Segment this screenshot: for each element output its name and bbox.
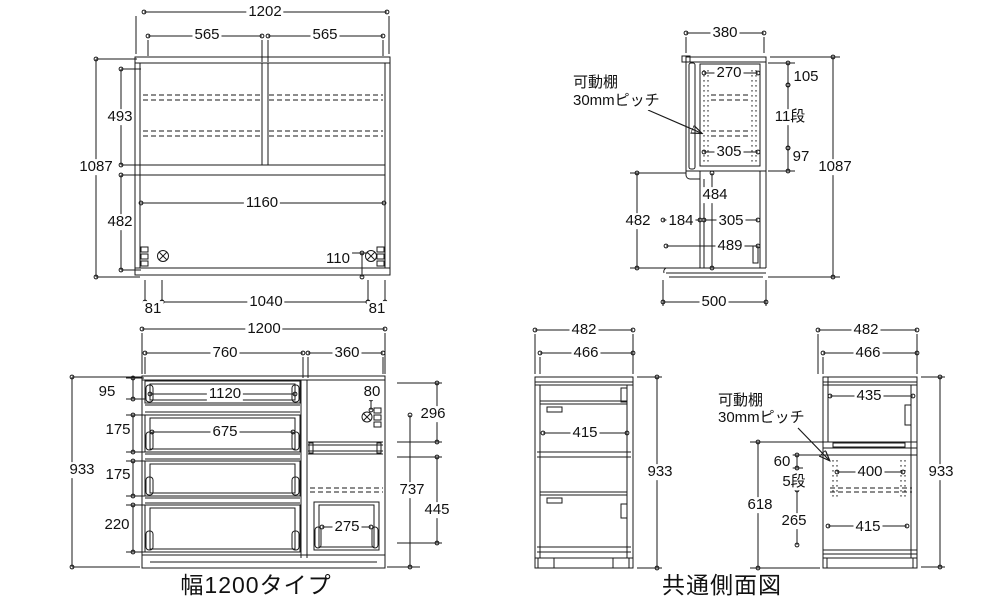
dim-inner-depth: 466: [853, 344, 883, 362]
dim-right-lower-height: 445: [422, 501, 452, 519]
dim-right-height: 737: [397, 481, 427, 499]
dim-bottom-gap: 97: [790, 148, 812, 166]
dim-lower-height: 482: [105, 213, 135, 231]
drawer-handle: [371, 526, 379, 549]
drawer-handle: [291, 476, 300, 496]
lower-side-view: [532, 327, 662, 571]
dim-base-front: 184: [666, 212, 696, 230]
vent-slot: [904, 404, 912, 426]
upper-side-outline: [685, 56, 767, 172]
dim-base-mid: 305: [716, 212, 746, 230]
dim-open-height: 484: [700, 186, 730, 204]
dim-base-inner: 489: [715, 237, 745, 255]
movable-shelf-dashed-lines: [711, 94, 749, 137]
dim-drawer-width: 675: [210, 423, 240, 441]
dim-left-width: 760: [210, 344, 240, 362]
side-view-outline: [534, 376, 634, 569]
dim-total-width: 1202: [246, 3, 284, 21]
dim-margin-left: 81: [142, 300, 164, 318]
dim-depth: 482: [851, 321, 881, 339]
movable-shelf-note-line2: 30mmピッチ: [573, 92, 660, 110]
dim-drawer-depth: 415: [853, 518, 883, 536]
drawer-handle: [145, 431, 154, 451]
dim-top-drawer-width: 1120: [206, 385, 244, 403]
dim-total-height: 933: [645, 463, 675, 481]
dim-total-height: 933: [926, 463, 956, 481]
dim-door-left: 565: [192, 26, 222, 44]
drawer-handle: [145, 530, 154, 551]
dim-base-depth: 500: [699, 293, 729, 311]
dim-drawer3-height: 175: [103, 466, 133, 484]
dim-drawer-depth: 415: [570, 424, 600, 442]
dim-lower-height: 618: [745, 496, 775, 514]
dim-small-drawer-width: 275: [332, 518, 362, 536]
dim-shelf-steps: 11段: [772, 108, 808, 126]
drawer-handle: [314, 526, 322, 549]
dim-total-height: 1087: [816, 158, 854, 176]
dim-inner-top: 270: [714, 64, 744, 82]
dim-drawer1-height: 95: [96, 383, 118, 401]
caption-common-side-view: 共通側面図: [662, 572, 782, 598]
small-drawer: [313, 501, 380, 551]
drawer-handle: [291, 431, 300, 451]
movable-shelf-arrow: [647, 109, 701, 133]
movable-shelf-note-line2: 30mmピッチ: [718, 409, 805, 427]
dim-drawer2-height: 175: [103, 421, 133, 439]
drawer-4: [144, 504, 301, 553]
drawer-3: [144, 460, 301, 497]
dim-shelf-steps: 5段: [780, 473, 808, 491]
shelf-pin-holes: [832, 460, 906, 500]
center-divider: [261, 62, 269, 166]
dim-top-inner: 435: [854, 387, 884, 405]
movable-shelf-note-line1: 可動棚: [573, 74, 619, 92]
dim-top-gap: 60: [771, 453, 793, 471]
drawer-handle: [291, 530, 300, 551]
movable-shelf-dashed-lines: [143, 94, 383, 137]
dim-inner-width: 1160: [243, 194, 281, 212]
movable-shelf-note-line1: 可動棚: [718, 392, 764, 410]
shelf-pin-holes: [703, 70, 757, 162]
dim-right-top-height: 296: [418, 405, 448, 423]
dim-drawer4-height: 220: [102, 516, 132, 534]
caption-width1200-type: 幅1200タイプ: [180, 572, 332, 598]
dim-depth: 482: [569, 321, 599, 339]
dim-right-width: 360: [332, 344, 362, 362]
dim-shelf-width: 400: [855, 463, 885, 481]
dim-total-height: 1087: [77, 158, 115, 176]
dim-left-height: 482: [623, 212, 653, 230]
cam-lock-icon: [140, 246, 169, 267]
dim-top-gap: 105: [791, 68, 821, 86]
lower-side-right-view: [750, 327, 945, 571]
dim-inner-depth: 466: [571, 344, 601, 362]
dim-door-right: 565: [310, 26, 340, 44]
lower-cabinet-outline: [141, 375, 386, 569]
dim-upper-height: 493: [105, 108, 135, 126]
dim-bottom-inner-width: 1040: [247, 293, 285, 311]
dim-fitting-offset: 80: [361, 383, 383, 401]
upper-cabinet-outline: [134, 56, 391, 276]
cam-lock-icon: [361, 407, 382, 428]
dim-depth: 380: [710, 24, 740, 42]
dim-shelf-bottom: 265: [779, 512, 809, 530]
dim-total-width: 1200: [245, 320, 283, 338]
dim-inner-bottom: 305: [714, 143, 744, 161]
vent-slot: [752, 245, 759, 264]
movable-shelf-arrow: [797, 427, 829, 460]
drawer-handle: [145, 476, 154, 496]
sliding-door-edge: [688, 62, 696, 170]
dim-margin-right: 81: [366, 300, 388, 318]
dim-fitting-height: 110: [324, 250, 352, 268]
cam-lock-icon: [365, 246, 385, 267]
dim-total-height: 933: [67, 461, 97, 479]
